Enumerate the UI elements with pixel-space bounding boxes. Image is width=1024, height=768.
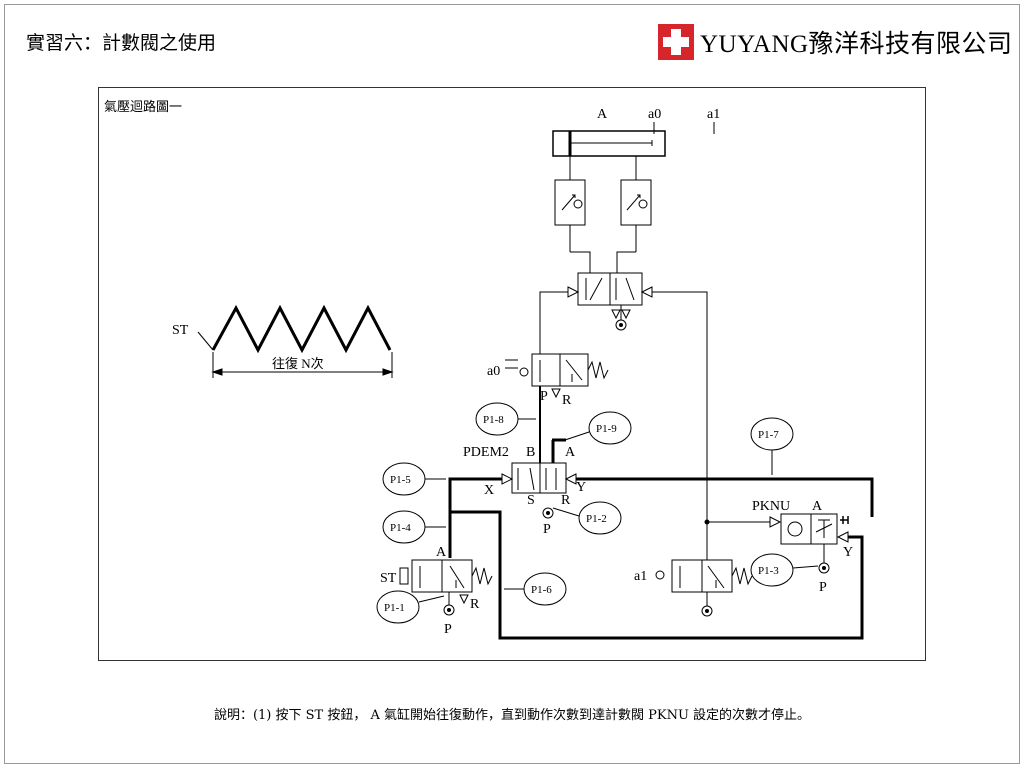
valve-a0-label: a0 xyxy=(487,364,500,379)
pdem-port-r-label: R xyxy=(561,493,571,508)
limit-a0-label: a0 xyxy=(648,107,661,122)
pdem-port-p-label: P xyxy=(543,522,551,537)
port-x-label: X xyxy=(484,483,494,498)
brand-name: YUYANG豫洋科技有限公司 xyxy=(700,31,1013,58)
counter-pknu: PKNU A Y P xyxy=(752,499,853,595)
pknu-port-a-label: A xyxy=(812,499,823,514)
pknu-port-y-label: Y xyxy=(843,545,853,560)
valve-a0: a0 P R xyxy=(487,353,609,408)
port-y-label: Y xyxy=(576,480,586,495)
diagram-caption: 氣壓迴路圖一 xyxy=(104,100,183,115)
a1-label: a1 xyxy=(634,569,647,584)
stroke-wave: ST 往復 N次 xyxy=(172,304,394,378)
brand-cross-logo-icon xyxy=(658,24,694,60)
cylinder-label: A xyxy=(597,107,608,122)
callout-p1-1: P1-1 xyxy=(384,602,405,614)
pdem-label: PDEM2 xyxy=(463,445,509,460)
slide-note: 說明：(1) 按下 ST 按鈕， A 氣缸開始往復動作，直到動作次數到達計數閥 … xyxy=(213,708,811,723)
valve-a1: a1 xyxy=(634,559,753,617)
callout-p1-6: P1-6 xyxy=(531,584,552,596)
diagram-frame xyxy=(98,87,926,661)
port-a-label: A xyxy=(565,445,576,460)
pknu-port-p-label: P xyxy=(819,580,827,595)
port-r-label: R xyxy=(562,393,572,408)
pknu-label: PKNU xyxy=(752,499,790,514)
wave-start-label: ST xyxy=(172,323,189,338)
st-port-p-label: P xyxy=(444,622,452,637)
limit-a1-label: a1 xyxy=(707,107,720,122)
callout-p1-8: P1-8 xyxy=(483,414,504,426)
callouts: P1-1 P1-2 P1-3 P1-4 P1-5 P1-6 P1-7 P1-8 … xyxy=(376,402,819,624)
brand-header: YUYANG豫洋科技有限公司 xyxy=(658,22,1013,62)
callout-p1-3: P1-3 xyxy=(758,565,779,577)
callout-p1-4: P1-4 xyxy=(390,522,411,534)
flow-control-valve-right xyxy=(620,156,652,252)
valve-st: ST A R P xyxy=(380,545,493,637)
port-s-label: S xyxy=(527,493,535,508)
callout-p1-7: P1-7 xyxy=(758,429,779,441)
cylinder-a: A a0 a1 xyxy=(552,107,720,157)
callout-p1-2: P1-2 xyxy=(586,513,607,525)
port-p-label: P xyxy=(540,389,548,404)
st-port-a-label: A xyxy=(436,545,447,560)
wave-label: 往復 N次 xyxy=(272,356,324,371)
port-b-label: B xyxy=(526,445,535,460)
valve-pdem2: PDEM2 B A X Y S R P xyxy=(463,445,586,537)
callout-p1-5: P1-5 xyxy=(390,474,411,486)
callout-p1-9: P1-9 xyxy=(596,423,617,435)
st-label: ST xyxy=(380,571,397,586)
flow-control-valve-left xyxy=(554,156,586,252)
main-directional-valve xyxy=(567,272,653,331)
st-port-r-label: R xyxy=(470,597,480,612)
slide-title: 實習六：計數閥之使用 xyxy=(26,32,217,54)
